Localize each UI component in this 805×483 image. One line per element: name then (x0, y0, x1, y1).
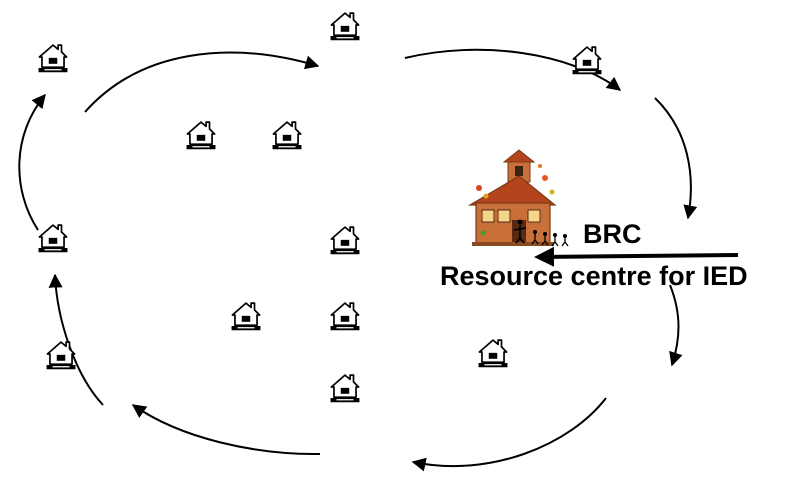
cycle-arrow (18, 93, 46, 231)
house-icon (271, 121, 303, 151)
cycle-arrow (404, 48, 622, 91)
house-icon (230, 302, 262, 332)
house-icon (329, 302, 361, 332)
pointer-arrow (534, 246, 739, 267)
house-icon (329, 226, 361, 256)
house-icon (37, 224, 69, 254)
cycle-arrow (84, 51, 320, 113)
house-icon (37, 44, 69, 74)
house-icon (329, 12, 361, 42)
school-building-icon (467, 149, 569, 247)
cycle-arrow (411, 397, 607, 472)
cycle-arrow (48, 273, 104, 406)
brc-label: BRC (583, 219, 642, 249)
cycle-arrow (131, 404, 321, 456)
house-icon (477, 339, 509, 369)
cycle-arrow (669, 284, 683, 367)
house-icon (185, 121, 217, 151)
house-icon (571, 46, 603, 76)
cycle-arrow (654, 97, 698, 220)
house-icon (329, 374, 361, 404)
house-icon (45, 341, 77, 371)
brc-subtitle: Resource centre for IED (440, 261, 748, 291)
